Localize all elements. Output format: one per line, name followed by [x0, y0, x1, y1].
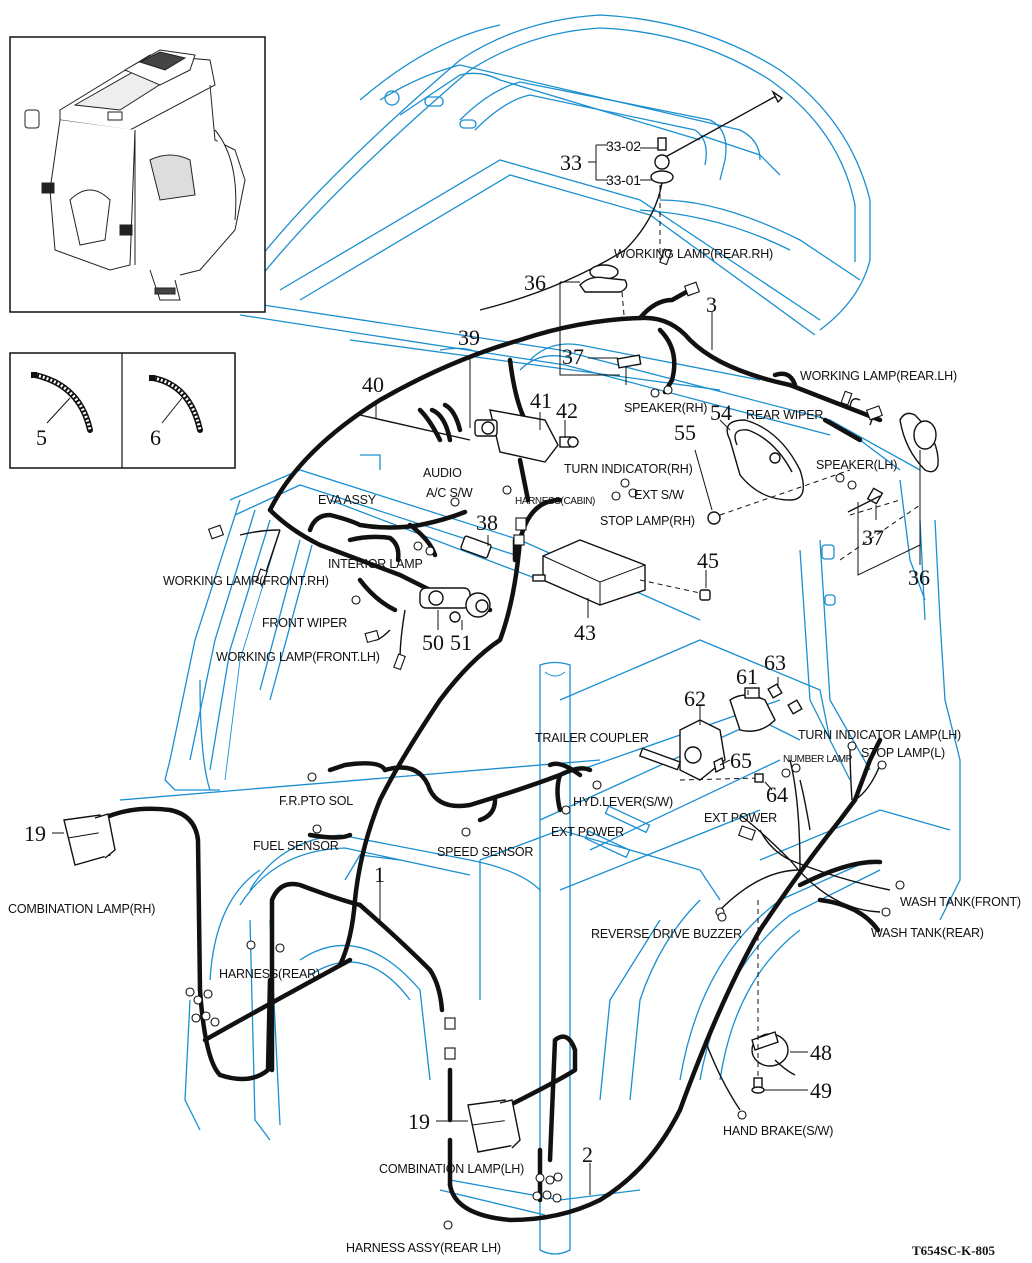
label-turn-indicator-lamp-lh: TURN INDICATOR LAMP(LH) — [798, 728, 961, 742]
label-audio: AUDIO — [423, 466, 462, 480]
label-harness-cabin: HARNESS(CABIN) — [515, 496, 595, 507]
component-labels: WORKING LAMP(REAR.RH) WORKING LAMP(REAR.… — [8, 247, 1021, 1258]
callout-54: 54 — [710, 400, 732, 425]
harness-routes — [97, 287, 883, 1223]
callout-38: 38 — [476, 510, 498, 535]
callout-50: 50 — [422, 630, 444, 655]
label-working-lamp-front-lh: WORKING LAMP(FRONT.LH) — [216, 650, 380, 664]
speaker-36-top — [579, 264, 628, 316]
callout-55: 55 — [674, 420, 696, 445]
callout-37-right: 37 — [862, 525, 884, 550]
label-wash-tank-front: WASH TANK(FRONT) — [900, 895, 1021, 909]
callout-49: 49 — [810, 1078, 832, 1103]
leader-lines — [52, 144, 921, 1195]
label-harness-assy-rear-lh: HARNESS ASSY(REAR LH) — [346, 1241, 501, 1255]
callout-62: 62 — [684, 686, 706, 711]
label-working-lamp-rear-rh: WORKING LAMP(REAR.RH) — [614, 247, 773, 261]
callout-42: 42 — [556, 398, 578, 423]
antenna-33 — [479, 89, 784, 311]
callout-39: 39 — [458, 325, 480, 350]
label-harness-rear: HARNESS(REAR) — [219, 967, 320, 981]
harness-rear-lh — [447, 797, 858, 1223]
callout-19-rh: 19 — [24, 821, 46, 846]
label-eva-assy: EVA ASSY — [318, 493, 377, 507]
label-combination-lamp-lh: COMBINATION LAMP(LH) — [379, 1162, 524, 1176]
washer-55 — [707, 511, 721, 525]
inset-cab-overview — [9, 36, 266, 313]
label-ext-power-left: EXT POWER — [551, 825, 624, 839]
label-combination-lamp-rh: COMBINATION LAMP(RH) — [8, 902, 155, 916]
label-number-lamp: NUMBER LAMP — [783, 754, 853, 765]
callout-33-02: 33-02 — [606, 138, 641, 154]
callout-36-right: 36 — [908, 565, 930, 590]
label-front-wiper: FRONT WIPER — [262, 616, 347, 630]
label-reverse-drive-buzzer: REVERSE DRIVE BUZZER — [591, 927, 742, 941]
callout-1: 1 — [374, 862, 385, 887]
label-working-lamp-rear-lh: WORKING LAMP(REAR.LH) — [800, 369, 957, 383]
label-hyd-lever-sw: HYD.LEVER(S/W) — [573, 795, 673, 809]
label-rear-wiper: REAR WIPER — [746, 408, 823, 422]
callout-43: 43 — [574, 620, 596, 645]
combination-lamp-rh-19 — [63, 813, 116, 866]
label-fr-pto-sol: F.R.PTO SOL — [279, 794, 353, 808]
label-ext-sw: EXT S/W — [634, 488, 684, 502]
drawing-number: T654SC-K-805 — [912, 1243, 996, 1258]
screw-42 — [559, 436, 579, 448]
bolt-49 — [751, 1077, 765, 1094]
harness-roof — [267, 315, 883, 513]
callout-36-top: 36 — [524, 270, 546, 295]
callout-3: 3 — [706, 292, 717, 317]
callout-65: 65 — [730, 748, 752, 773]
clip-37-top — [616, 354, 642, 369]
label-speaker-lh: SPEAKER(LH) — [816, 458, 897, 472]
wiper-motor-50 — [419, 587, 491, 618]
callout-41: 41 — [530, 388, 552, 413]
connectors — [185, 248, 905, 1230]
label-stop-lamp-l: STOP LAMP(L) — [861, 746, 945, 760]
callout-numbers: 33 33-02 33-01 36 3 39 37 40 41 42 54 55… — [24, 138, 930, 1167]
buzzer-48 — [751, 900, 796, 1080]
callout-33: 33 — [560, 150, 582, 175]
label-turn-indicator-rh: TURN INDICATOR(RH) — [564, 462, 693, 476]
label-interior-lamp: INTERIOR LAMP — [328, 557, 423, 571]
interior-lamp-38 — [460, 535, 492, 559]
callout-45: 45 — [697, 548, 719, 573]
callout-19-lh: 19 — [408, 1109, 430, 1134]
label-ac-sw: A/C S/W — [426, 486, 473, 500]
label-wash-tank-rear: WASH TANK(REAR) — [871, 926, 984, 940]
callout-48: 48 — [810, 1040, 832, 1065]
actuator-61-62 — [638, 683, 803, 783]
callout-5: 5 — [36, 425, 47, 450]
callout-37-top: 37 — [562, 344, 584, 369]
label-speaker-rh: SPEAKER(RH) — [624, 401, 707, 415]
label-fuel-sensor: FUEL SENSOR — [253, 839, 339, 853]
nut-51 — [449, 611, 461, 623]
rear-wiper-motor-54 — [726, 419, 804, 501]
clip-37-right — [839, 487, 921, 561]
combination-lamp-lh-19 — [467, 1099, 521, 1153]
label-working-lamp-front-rh: WORKING LAMP(FRONT.RH) — [163, 574, 329, 588]
inset-cable-parts: 5 6 — [9, 352, 236, 469]
callout-64: 64 — [766, 782, 788, 807]
callout-51: 51 — [450, 630, 472, 655]
speaker-36-right — [899, 412, 939, 473]
audio-unit-41 — [474, 409, 559, 463]
label-ext-power-right: EXT POWER — [704, 811, 777, 825]
callout-6: 6 — [150, 425, 161, 450]
label-trailer-coupler: TRAILER COUPLER — [535, 731, 649, 745]
label-hand-brake-sw: HAND BRAKE(S/W) — [723, 1124, 833, 1138]
callout-2: 2 — [582, 1142, 593, 1167]
parts — [63, 89, 939, 1230]
label-stop-lamp-rh: STOP LAMP(RH) — [600, 514, 695, 528]
callout-63: 63 — [764, 650, 786, 675]
callout-33-01: 33-01 — [606, 172, 641, 188]
callout-40: 40 — [362, 372, 384, 397]
label-speed-sensor: SPEED SENSOR — [437, 845, 533, 859]
controller-43 — [532, 539, 646, 606]
bolt-45 — [639, 579, 711, 601]
callout-61: 61 — [736, 664, 758, 689]
